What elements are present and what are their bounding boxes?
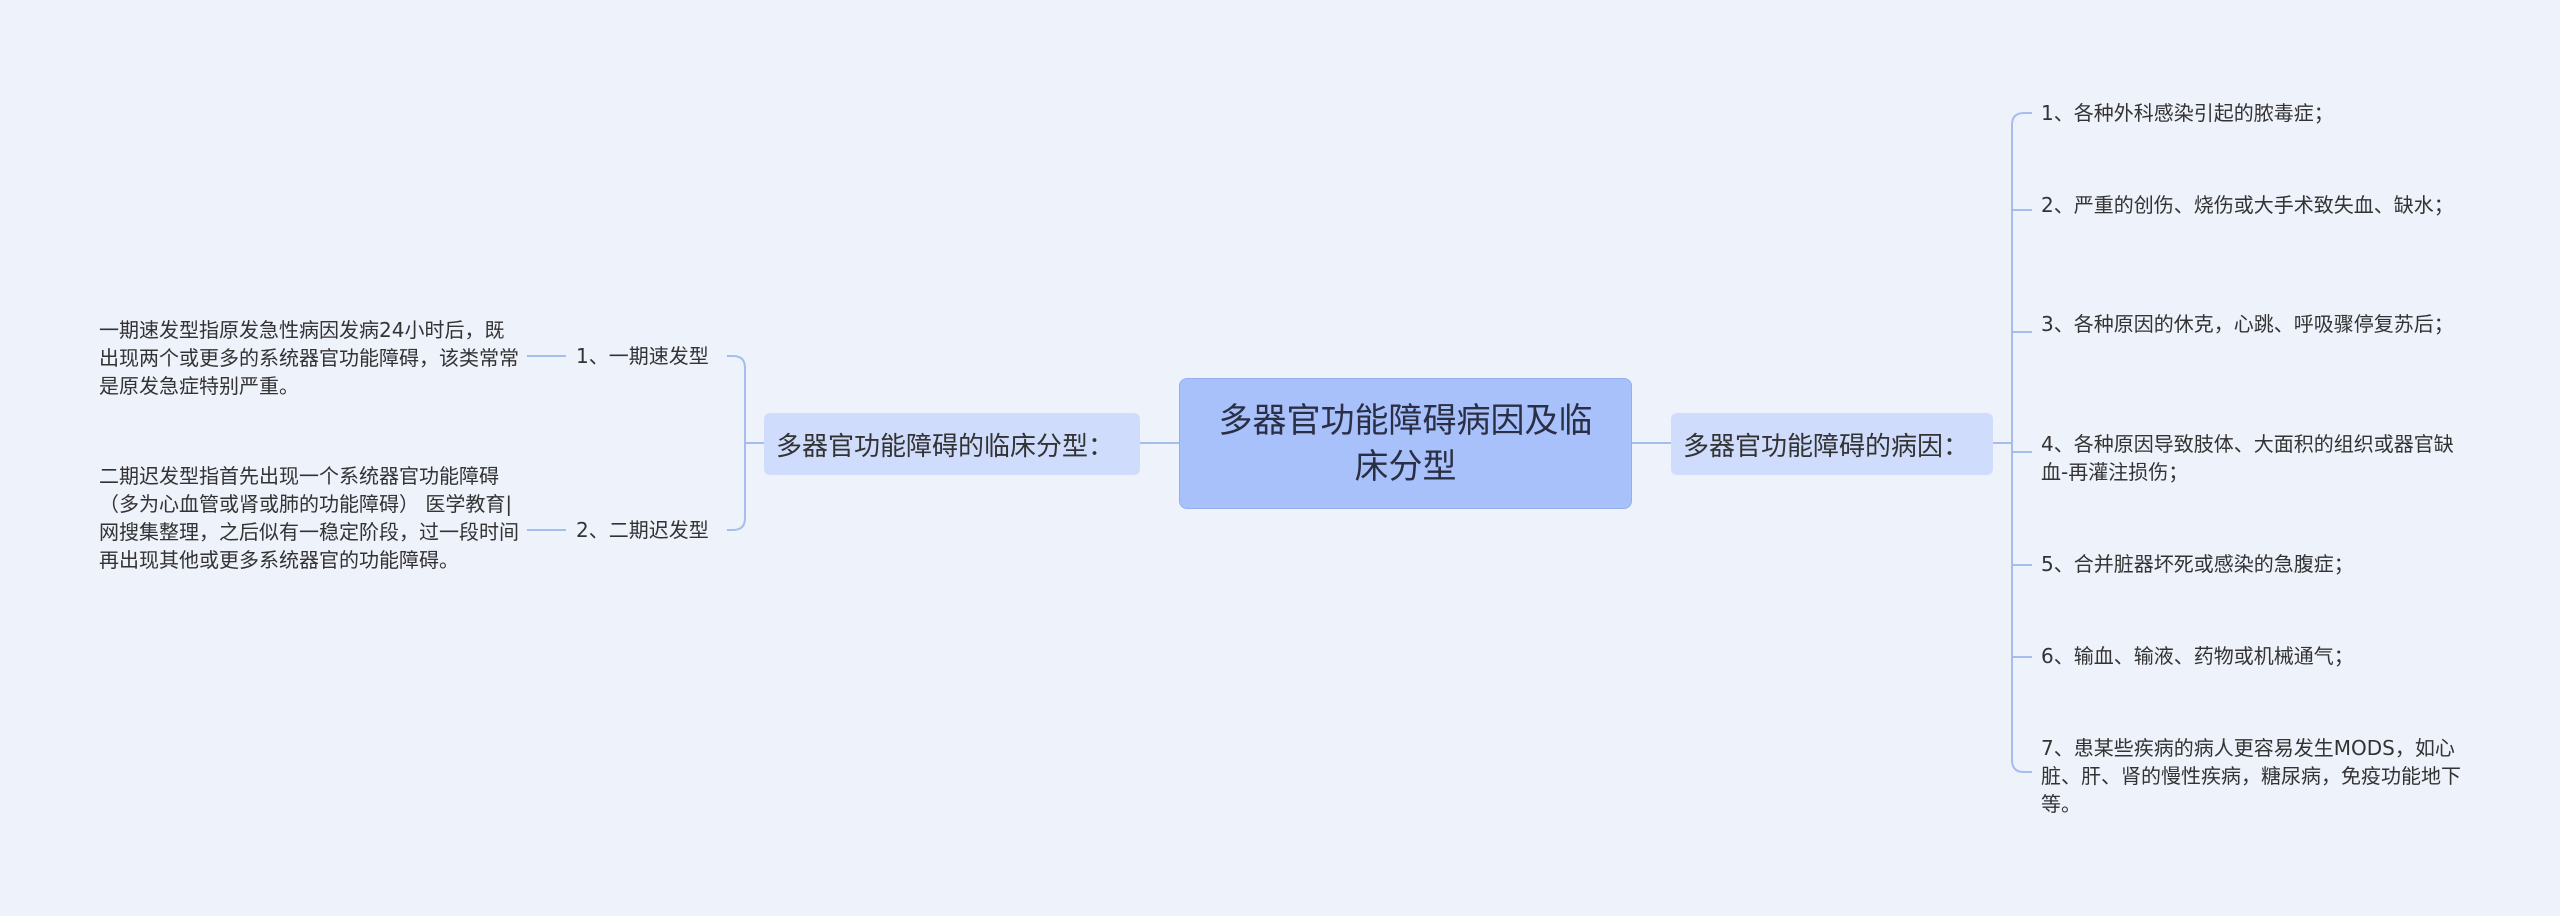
leaf-type-delayed-detail[interactable]: 二期迟发型指首先出现一个系统器官功能障碍（多为心血管或肾或肺的功能障碍） 医学教… <box>99 462 519 574</box>
leaf-cause-4[interactable]: 4、各种原因导致肢体、大面积的组织或器官缺血-再灌注损伤； <box>2041 430 2461 486</box>
leaf-cause-5-text: 5、合并脏器坏死或感染的急腹症； <box>2041 552 2354 576</box>
leaf-cause-5[interactable]: 5、合并脏器坏死或感染的急腹症； <box>2041 550 2461 578</box>
sub-type-early-label: 1、一期速发型 <box>576 344 709 368</box>
leaf-cause-3-text: 3、各种原因的休克，心跳、呼吸骤停复苏后； <box>2041 312 2454 336</box>
leaf-cause-7-text: 7、患某些疾病的病人更容易发生MODS，如心脏、肝、肾的慢性疾病，糖尿病，免疫功… <box>2041 736 2461 816</box>
root-title: 多器官功能障碍病因及临床分型 <box>1218 400 1593 487</box>
link-left-bracket <box>727 355 764 531</box>
leaf-cause-1[interactable]: 1、各种外科感染引起的脓毒症； <box>2041 99 2461 127</box>
root-topic[interactable]: 多器官功能障碍病因及临床分型 <box>1179 378 1632 509</box>
link-right-bracket <box>1993 112 2032 773</box>
leaf-cause-2-text: 2、严重的创伤、烧伤或大手术致失血、缺水； <box>2041 193 2454 217</box>
leaf-type-early-text: 一期速发型指原发急性病因发病24小时后，既出现两个或更多的系统器官功能障碍，该类… <box>99 318 519 398</box>
sub-type-delayed[interactable]: 2、二期迟发型 <box>576 518 709 542</box>
branch-causes[interactable]: 多器官功能障碍的病因： <box>1671 413 1993 475</box>
leaf-type-delayed-text: 二期迟发型指首先出现一个系统器官功能障碍（多为心血管或肾或肺的功能障碍） 医学教… <box>99 464 519 572</box>
leaf-cause-6[interactable]: 6、输血、输液、药物或机械通气； <box>2041 642 2461 670</box>
branch-clinical-types-label: 多器官功能障碍的临床分型： <box>776 431 1115 462</box>
leaf-cause-2[interactable]: 2、严重的创伤、烧伤或大手术致失血、缺水； <box>2041 191 2461 219</box>
branch-causes-label: 多器官功能障碍的病因： <box>1683 431 1970 462</box>
leaf-cause-3[interactable]: 3、各种原因的休克，心跳、呼吸骤停复苏后； <box>2041 310 2461 338</box>
leaf-cause-4-text: 4、各种原因导致肢体、大面积的组织或器官缺血-再灌注损伤； <box>2041 432 2454 484</box>
leaf-type-early-detail[interactable]: 一期速发型指原发急性病因发病24小时后，既出现两个或更多的系统器官功能障碍，该类… <box>99 316 519 400</box>
leaf-cause-1-text: 1、各种外科感染引起的脓毒症； <box>2041 101 2334 125</box>
branch-clinical-types[interactable]: 多器官功能障碍的临床分型： <box>764 413 1140 475</box>
sub-type-early[interactable]: 1、一期速发型 <box>576 344 709 368</box>
leaf-cause-7[interactable]: 7、患某些疾病的病人更容易发生MODS，如心脏、肝、肾的慢性疾病，糖尿病，免疫功… <box>2041 734 2461 818</box>
sub-type-delayed-label: 2、二期迟发型 <box>576 518 709 542</box>
leaf-cause-6-text: 6、输血、输液、药物或机械通气； <box>2041 644 2354 668</box>
